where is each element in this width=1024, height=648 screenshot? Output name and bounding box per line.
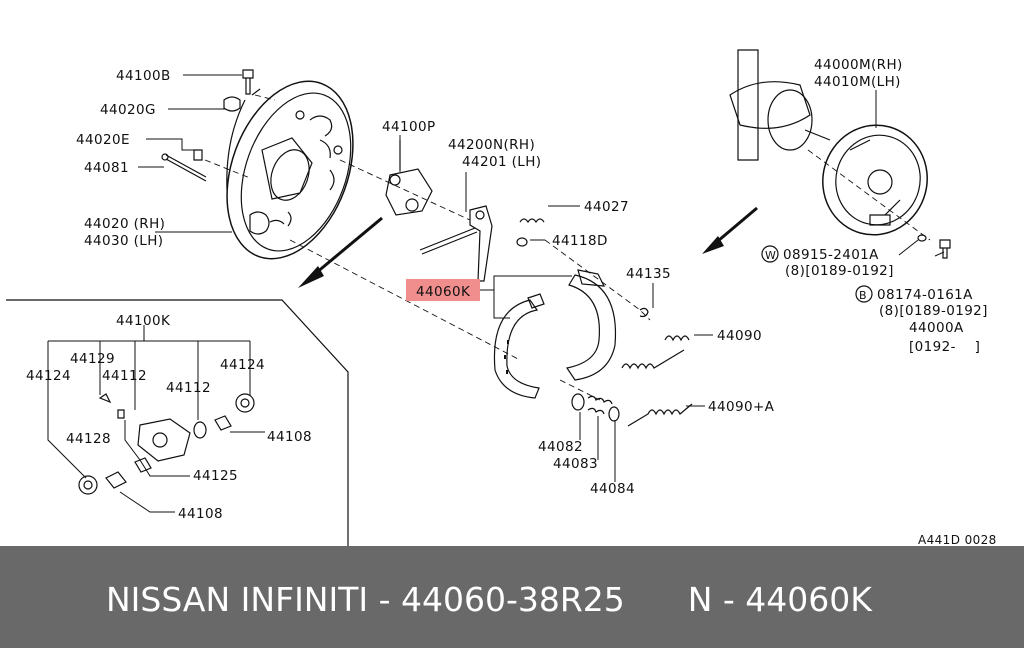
label-44000A-range: [0192- ] [909, 339, 980, 355]
arrow-icon [309, 206, 758, 280]
label-44100P: 44100P [382, 119, 436, 135]
banner-title: NISSAN INFINITI - 44060-38R25 N - 44060K [106, 580, 872, 619]
label-44124-left: 44124 [26, 368, 71, 384]
label-44201: 44201 (LH) [462, 154, 541, 170]
spring-44090 [621, 335, 690, 370]
label-44083: 44083 [553, 456, 598, 472]
backing-plate [226, 80, 354, 260]
bolt-44100B [242, 69, 254, 95]
label-44108-right: 44108 [267, 429, 312, 445]
pin-44081 [161, 153, 207, 182]
highlight-44060K [406, 279, 480, 301]
bolt-08174 [939, 239, 951, 259]
label-44000A: 44000A [909, 320, 964, 336]
label-44081: 44081 [84, 160, 129, 176]
label-44027: 44027 [584, 199, 629, 215]
label-44200N: 44200N(RH) [448, 137, 535, 153]
brake-shoe-front [566, 269, 617, 381]
parking-lever [419, 205, 493, 282]
retainer-parts [571, 393, 620, 422]
label-44128: 44128 [66, 431, 111, 447]
label-44082: 44082 [538, 439, 583, 455]
clip-44118D [516, 237, 528, 247]
label-44084: 44084 [590, 481, 635, 497]
arrow-head-icon [702, 236, 724, 254]
label-08174-marker: B [859, 289, 867, 302]
wheel-cylinder-44100P [385, 140, 433, 216]
plug-44020G [223, 96, 241, 112]
diagram-code: A441D 0028 [918, 533, 997, 546]
brake-shoe-rear [493, 293, 545, 399]
label-44112-left: 44112 [102, 368, 147, 384]
label-44135: 44135 [626, 266, 671, 282]
arrow-head-icon [298, 266, 324, 288]
label-08915: 08915-2401A [783, 247, 879, 263]
label-44100K: 44100K [116, 313, 171, 329]
title-banner [0, 546, 1024, 648]
inset-parts [78, 393, 255, 495]
label-44118D: 44118D [552, 233, 608, 249]
label-08915-qty: (8)[0189-0192] [785, 263, 894, 279]
label-08915-marker: W [765, 249, 776, 262]
spring-44135 [639, 307, 649, 318]
label-08174-qty: (8)[0189-0192] [879, 303, 988, 319]
marker-circles [761, 245, 873, 303]
parts-diagram: 44100B 44020G 44020E 44081 44020 (RH) 44… [6, 49, 997, 546]
washer-08915 [917, 234, 927, 242]
label-44090: 44090 [717, 328, 762, 344]
label-44010M: 44010M(LH) [814, 74, 901, 90]
brake-assembly-right [822, 124, 928, 236]
label-44108-bottom: 44108 [178, 506, 223, 522]
label-44020E: 44020E [76, 132, 130, 148]
label-44100B: 44100B [116, 68, 171, 84]
inset-frame [6, 299, 349, 546]
label-44129: 44129 [70, 351, 115, 367]
label-44000M: 44000M(RH) [814, 57, 903, 73]
assembly-lines [204, 94, 931, 401]
spring-44090A [627, 403, 693, 427]
label-08174: 08174-0161A [877, 287, 973, 303]
label-44020G: 44020G [100, 102, 156, 118]
label-44020rh: 44020 (RH) [84, 216, 165, 232]
label-44112-right: 44112 [166, 380, 211, 396]
spring-44027 [519, 218, 545, 224]
label-44030lh: 44030 (LH) [84, 233, 163, 249]
leader-lines [47, 74, 945, 513]
plug-44020E [193, 149, 203, 161]
axle-housing [729, 49, 831, 161]
label-44090A: 44090+A [708, 399, 775, 415]
label-44124-right: 44124 [220, 357, 265, 373]
label-44125: 44125 [193, 468, 238, 484]
label-44060K: 44060K [416, 284, 471, 300]
